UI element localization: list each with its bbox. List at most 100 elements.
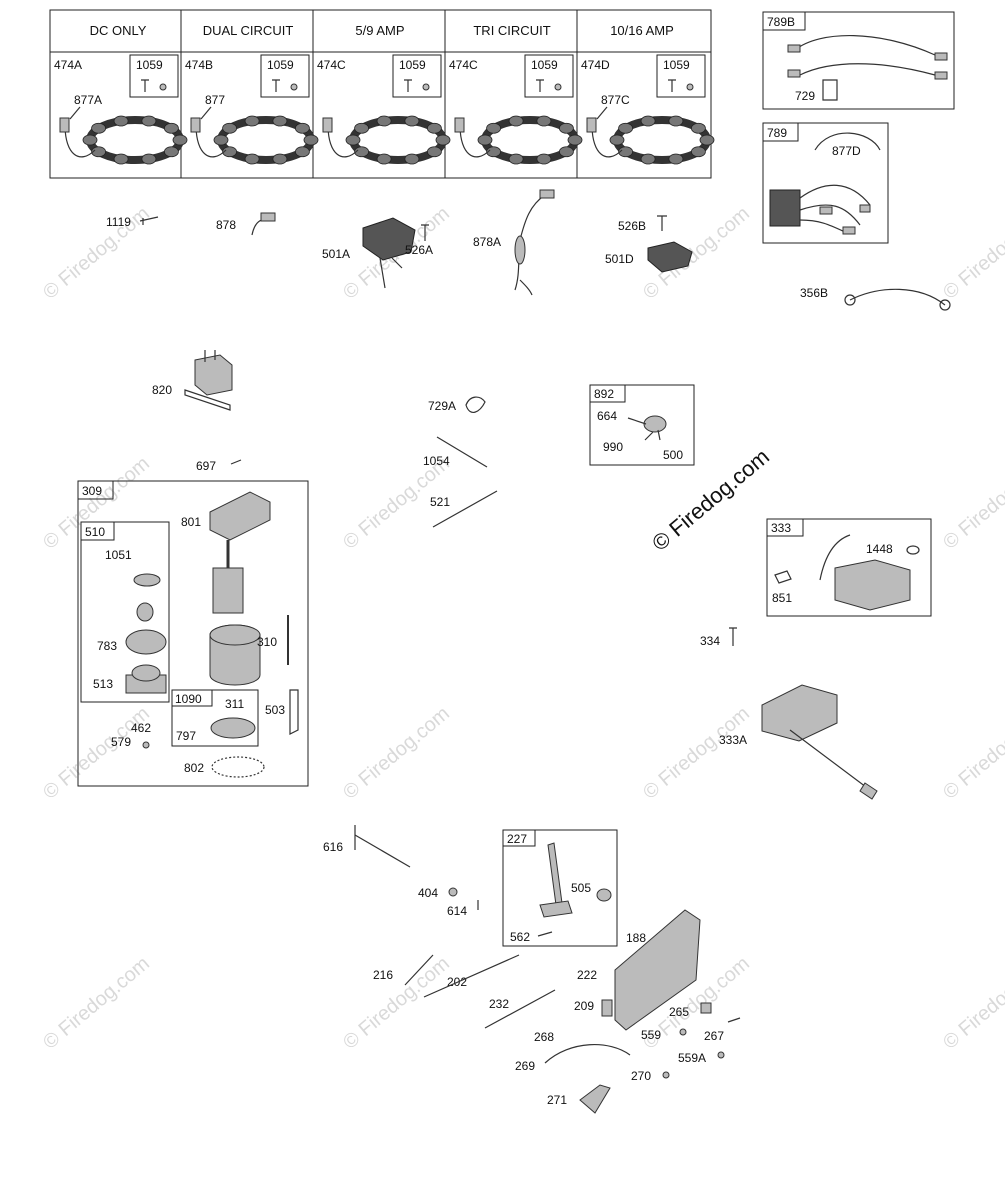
box-789: 789 877D	[762, 122, 889, 244]
misc-parts-row2: 820 729A 1054 521 697	[152, 350, 498, 528]
stator-coil	[376, 153, 392, 165]
governor-link	[423, 954, 520, 998]
part-label: 268	[534, 1030, 554, 1044]
rectifier-module	[362, 217, 416, 261]
washer-icon	[554, 83, 562, 91]
stator-coil	[691, 146, 706, 158]
part-label: 269	[515, 1059, 535, 1073]
stator-coil	[303, 134, 319, 146]
stator-header: 10/16 AMP	[610, 23, 674, 38]
part-label: 310	[257, 635, 277, 649]
screw-label: 1059	[399, 58, 426, 72]
screw-icon	[729, 627, 737, 646]
watermark-text: © Firedog.com	[939, 202, 1005, 303]
stator-id: 474B	[185, 58, 213, 72]
screw-icon	[657, 215, 667, 231]
stator-coil	[567, 134, 583, 146]
stator-coil	[222, 122, 237, 134]
screw-icon	[272, 79, 280, 92]
ignition-armature	[761, 684, 838, 742]
washer-icon	[290, 83, 298, 91]
part-label: 729	[795, 89, 815, 103]
stator-coil	[376, 115, 392, 127]
part-label: 562	[510, 930, 530, 944]
stator-coil	[172, 134, 188, 146]
stator-coil	[164, 122, 179, 134]
screw-box	[392, 54, 442, 98]
clip-part	[465, 396, 486, 413]
part-label: 878	[216, 218, 236, 232]
leader-line	[200, 106, 212, 120]
box-id: 333	[771, 521, 791, 535]
watermark-text: © Firedog.com	[339, 702, 454, 803]
part-label: 877D	[832, 144, 861, 158]
screw-label: 1059	[663, 58, 690, 72]
screw-icon	[139, 216, 159, 225]
part-label: 802	[184, 761, 204, 775]
lead-connector	[586, 117, 597, 133]
part-label: 500	[663, 448, 683, 462]
clip-part	[822, 79, 838, 101]
lead-connector	[190, 117, 201, 133]
control-rod	[354, 834, 411, 868]
stator-table-frame	[49, 9, 712, 179]
stator-header: DC ONLY	[90, 23, 147, 38]
stator-coil	[640, 153, 656, 165]
part-label: 697	[196, 459, 216, 473]
box-id: 789	[767, 126, 787, 140]
stator-coil	[668, 115, 684, 127]
stator-coil	[559, 122, 574, 134]
throttle-lever	[579, 1084, 611, 1114]
stator-coil	[536, 115, 552, 127]
choke-link	[484, 989, 556, 1029]
part-label: 209	[574, 999, 594, 1013]
part-label: 526A	[405, 243, 433, 257]
lead-connector	[454, 117, 465, 133]
stator-coil	[618, 146, 633, 158]
stator-coil	[91, 122, 106, 134]
stator-coil	[618, 122, 633, 134]
watermark-text: © Firedog.com	[339, 952, 454, 1053]
stator-coil	[668, 153, 684, 165]
part-label: 222	[577, 968, 597, 982]
part-label: 851	[772, 591, 792, 605]
stator-coil	[295, 122, 310, 134]
stator-coil	[435, 134, 451, 146]
screw-box	[129, 54, 179, 98]
part-label: 333A	[719, 733, 747, 747]
watermark-text: © Firedog.com	[939, 702, 1005, 803]
lead-connector	[59, 117, 70, 133]
stator-coil	[222, 146, 237, 158]
part-label: 1054	[423, 454, 450, 468]
watermark-text: © Firedog.com	[39, 702, 154, 803]
key-switch	[643, 415, 667, 433]
screw-icon	[421, 224, 429, 241]
stator-coil	[609, 134, 625, 146]
box-id: 892	[594, 387, 614, 401]
wire-harness	[799, 184, 871, 233]
stator-coil	[113, 153, 129, 165]
stator-coil	[559, 146, 574, 158]
stator-id: 474D	[581, 58, 610, 72]
spring	[136, 602, 154, 622]
brush-assembly	[210, 717, 256, 739]
stator-coil	[486, 122, 501, 134]
stator-coil	[164, 146, 179, 158]
part-label: 521	[430, 495, 450, 509]
wire-harness	[794, 34, 936, 56]
part-label: 559A	[678, 1051, 706, 1065]
stator-lead	[327, 124, 359, 158]
stator-coil	[427, 122, 442, 134]
end-cap	[209, 491, 271, 541]
part-label: 356B	[800, 286, 828, 300]
watermark-text: © Firedog.com	[639, 702, 754, 803]
part-label: 232	[489, 997, 509, 1011]
stator-header: 5/9 AMP	[355, 23, 404, 38]
armature	[212, 567, 244, 614]
part-label: 664	[597, 409, 617, 423]
stator-coil	[404, 153, 420, 165]
watermark-text: © Firedog.com	[939, 952, 1005, 1053]
controls-section: 616 404 614 227 505 562 188 216 202 222 …	[323, 825, 741, 1114]
